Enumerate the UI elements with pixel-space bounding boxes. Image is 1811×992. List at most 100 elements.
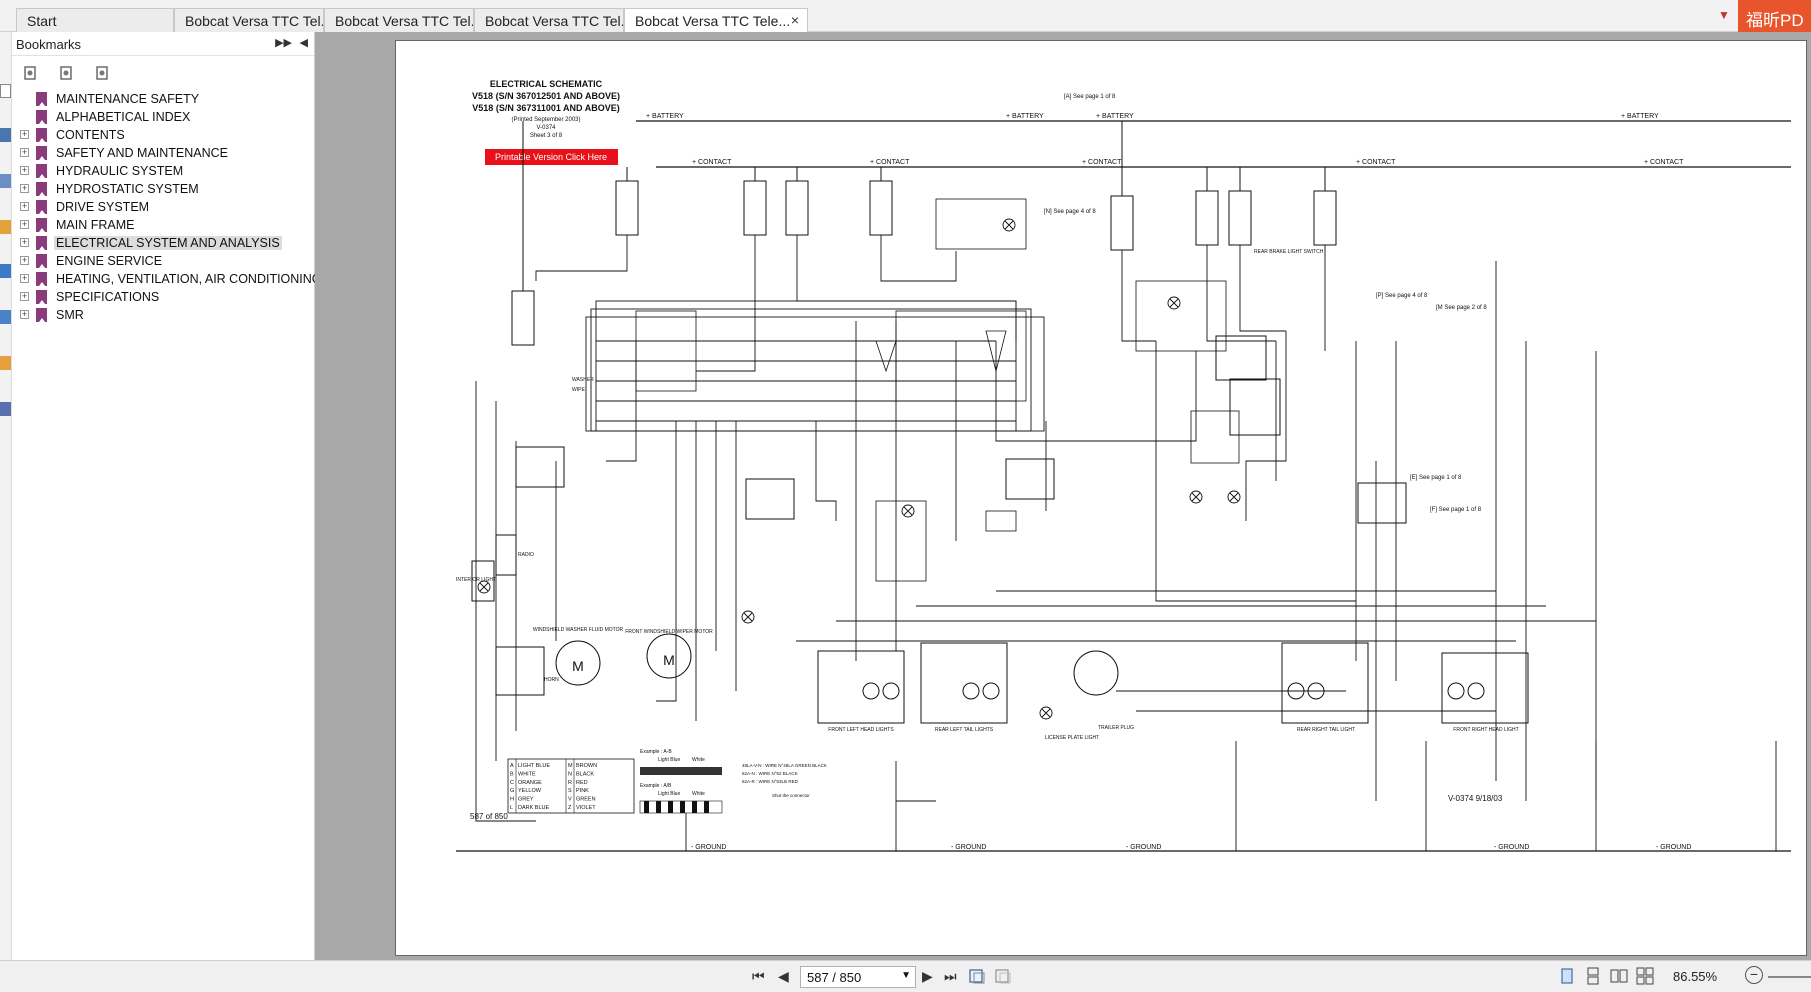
expand-toggle-icon[interactable]: + (20, 201, 29, 211)
first-page-icon[interactable]: ⏮ (752, 968, 765, 984)
facing-view-icon[interactable] (1610, 967, 1628, 985)
bookmark-item[interactable]: +SAFETY AND MAINTENANCE (12, 144, 314, 162)
bookmark-item[interactable]: ALPHABETICAL INDEX (12, 108, 314, 126)
continuous-view-icon[interactable] (1584, 967, 1602, 985)
continuous-facing-view-icon[interactable] (1636, 967, 1654, 985)
bookmark-panel-icon[interactable] (0, 128, 11, 142)
bookmark-item[interactable]: + ENGINE SERVICE (12, 252, 314, 270)
horn-label: HORN (544, 677, 559, 683)
legend-cell: B (510, 771, 514, 777)
next-page-icon[interactable]: ▶ (922, 968, 933, 984)
comments-icon[interactable] (0, 264, 11, 278)
expand-toggle-icon[interactable]: + (20, 309, 29, 319)
bookmark-item[interactable]: +ELECTRICAL SYSTEM AND ANALYSIS (12, 234, 314, 252)
legend-cell: V (568, 797, 572, 803)
wiper-motor: M FRONT WINDSHIELD WIPER MOTOR (625, 629, 713, 679)
bookmark-item[interactable]: + CONTENTS (12, 126, 314, 144)
layers-icon[interactable] (0, 174, 11, 188)
contact-rail-label: + CONTACT (1644, 159, 1684, 166)
wire-example-solid (640, 767, 722, 775)
close-tab-icon[interactable]: × (790, 12, 799, 28)
legend-cell: N (568, 771, 572, 777)
document-viewport[interactable]: ELECTRICAL SCHEMATIC V518 (S/N 367012501… (315, 32, 1811, 960)
tab-start[interactable]: Start (16, 8, 174, 32)
page-thumbnails-icon[interactable] (0, 84, 11, 98)
tab-document-1[interactable]: Bobcat Versa TTC Tel... (174, 8, 324, 32)
expand-toggle-icon[interactable]: + (20, 165, 29, 175)
bookmark-flag-icon (36, 182, 47, 196)
brand-badge[interactable]: 福昕PD (1738, 0, 1811, 32)
rear-left-lights-label: REAR LEFT TAIL LIGHTS (935, 727, 994, 733)
tab-document-3[interactable]: Bobcat Versa TTC Tel... (474, 8, 624, 32)
bookmark-label: HYDROSTATIC SYSTEM (56, 182, 199, 196)
tab-document-active[interactable]: Bobcat Versa TTC Tele... × (624, 8, 808, 32)
printable-version-link-bg[interactable] (485, 149, 618, 165)
expand-panel-icon[interactable]: ▶▶ (275, 37, 292, 49)
attachments-icon[interactable] (0, 220, 11, 234)
expand-toggle-icon[interactable]: + (20, 183, 29, 193)
interior-light-label: INTERIOR LIGHT (456, 577, 496, 583)
expand-toggle-icon[interactable]: + (20, 147, 29, 157)
collapse-panel-icon[interactable]: ◀ (299, 37, 308, 49)
white-label: White (692, 757, 705, 763)
zoom-level[interactable]: 86.55% (1673, 969, 1718, 984)
expand-toggle-icon[interactable]: + (20, 219, 29, 229)
legend-cell: YELLOW (518, 788, 542, 794)
tab-document-2[interactable]: Bobcat Versa TTC Tel... (324, 8, 474, 32)
legend-cell: GREY (518, 797, 534, 803)
wire-color-legend (507, 758, 635, 814)
signatures-icon[interactable] (0, 310, 11, 324)
bookmark-item[interactable]: +SPECIFICATIONS (12, 288, 314, 306)
page-reference: [A] See page 1 of 8 (1064, 94, 1116, 100)
previous-page-icon[interactable]: ◀ (778, 968, 789, 984)
washer-motor: M WINDSHIELD WASHER FLUID MOTOR (533, 627, 624, 686)
legend-cell: Z (568, 805, 572, 811)
bookmark-item[interactable]: +HEATING, VENTILATION, AIR CONDITIONING (12, 270, 322, 288)
single-page-view-icon[interactable] (1558, 967, 1576, 985)
ground-label: - GROUND (1494, 844, 1529, 851)
last-page-icon[interactable]: ⏭ (944, 968, 957, 984)
zoom-slider[interactable] (1768, 976, 1811, 978)
white-label: White (692, 791, 705, 797)
wire-example-label: Example : A-B (640, 749, 672, 755)
rear-right-light-label: REAR RIGHT TAIL LIGHT (1297, 727, 1355, 733)
expand-toggle-icon[interactable]: + (20, 129, 29, 139)
legend-cell: LIGHT BLUE (518, 763, 550, 769)
bookmark-item[interactable]: +MAIN FRAME (12, 216, 314, 234)
connector-note: Shut the connector (772, 793, 810, 798)
bookmark-item[interactable]: MAINTENANCE SAFETY (12, 90, 314, 108)
light-clusters (817, 642, 1529, 724)
bookmark-flag-icon (36, 218, 47, 232)
tab-list-dropdown-icon[interactable]: ▼ (1718, 8, 1730, 22)
zoom-out-icon[interactable]: − (1745, 966, 1763, 984)
page-number-input[interactable]: 587 / 850 ▼ (800, 966, 916, 988)
expand-toggle-icon[interactable]: + (20, 237, 29, 247)
ground-label: - GROUND (1656, 844, 1691, 851)
legend-cell: H (510, 797, 514, 803)
bookmark-item[interactable]: +SMR (12, 306, 314, 324)
bookmark-item[interactable]: +HYDRAULIC SYSTEM (12, 162, 314, 180)
fit-page-icon[interactable] (968, 967, 986, 985)
legend-cell: S (568, 788, 572, 794)
printable-version-link[interactable]: Printable Version Click Here (495, 152, 607, 162)
bookmark-label: ENGINE SERVICE (56, 254, 163, 268)
collapse-all-bookmarks-icon[interactable] (58, 65, 76, 81)
find-current-bookmark-icon[interactable] (94, 65, 112, 81)
wipe-label: WIPE (572, 387, 585, 393)
search-icon[interactable] (0, 402, 11, 416)
bookmark-flag-icon (36, 164, 47, 178)
page-dropdown-icon[interactable]: ▼ (901, 970, 911, 981)
bookmark-item[interactable]: + HYDROSTATIC SYSTEM (12, 180, 314, 198)
expand-toggle-icon[interactable]: + (20, 255, 29, 265)
fit-width-icon[interactable] (994, 967, 1012, 985)
bookmark-item[interactable]: +DRIVE SYSTEM (12, 198, 314, 216)
bookmark-flag-icon (36, 290, 47, 304)
security-icon[interactable] (0, 356, 11, 370)
expand-all-bookmarks-icon[interactable] (22, 65, 40, 81)
bookmark-label: CONTENTS (56, 128, 125, 142)
motor-symbol: M (663, 652, 675, 668)
motor-symbol: M (572, 658, 584, 674)
expand-toggle-icon[interactable]: + (20, 291, 29, 301)
expand-toggle-icon[interactable]: + (20, 273, 29, 283)
